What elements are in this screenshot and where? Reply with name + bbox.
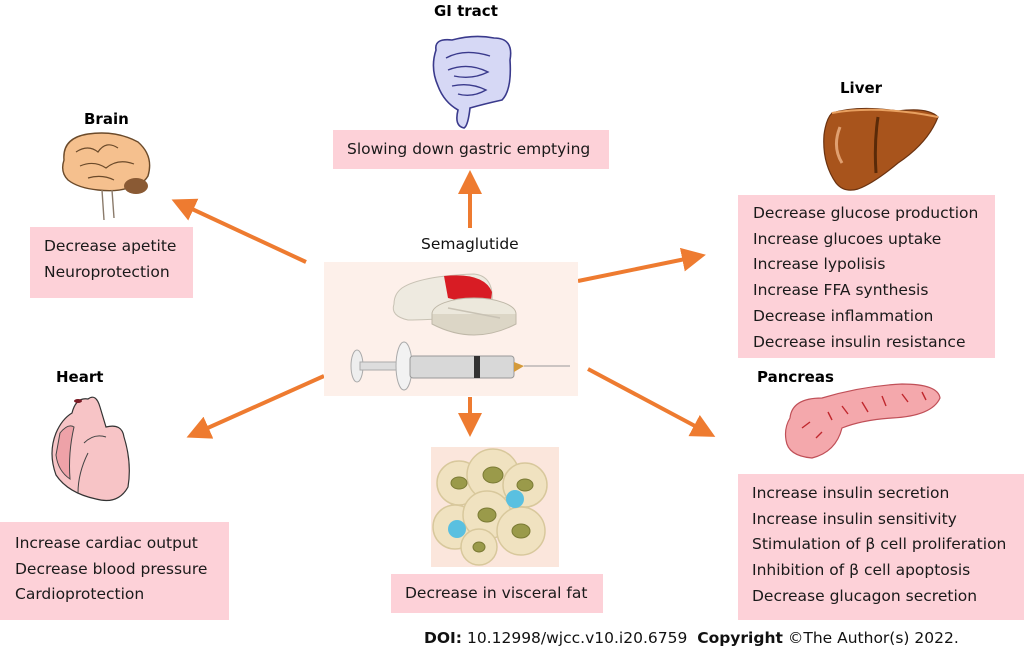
heart-icon [51,396,130,502]
pancreas-effect: Increase insulin secretion [752,484,950,502]
pancreas-effect: Decrease glucagon secretion [752,586,978,605]
arrow-to-brain [171,198,307,264]
gi-effect: Slowing down gastric emptying [347,140,591,158]
doi-label: DOI: [424,629,463,647]
liver-effects-box: Decrease glucose production Increase glu… [738,195,995,358]
brain-effect: Decrease apetite [44,237,177,255]
liver-title: Liver [840,79,883,97]
pill-syringe-icon [324,262,578,396]
heart-effect: Increase cardiac output [15,534,198,552]
intestine-icon [432,35,512,129]
copyright-value: ©The Author(s) 2022. [787,629,959,647]
brain-effects-box: Decrease apetite Neuroprotection [30,227,193,298]
fat-effect: Decrease in visceral fat [405,584,588,602]
center-label: Semaglutide [421,235,519,253]
liver-icon [823,107,939,191]
arrow-to-heart [186,374,325,439]
heart-effects-box: Increase cardiac output Decrease blood p… [0,522,229,620]
liver-effect: Increase FFA synthesis [753,281,929,300]
gi-title: GI tract [434,2,498,20]
arrow-to-liver [577,247,706,283]
copyright-label: Copyright [697,629,783,647]
pancreas-effect: Increase insulin sensitivity [752,509,957,528]
liver-effect: Decrease inflammation [753,306,934,325]
gi-effects-box: Slowing down gastric emptying [333,130,609,169]
heart-effect: Decrease blood pressure [15,559,208,578]
brain-effect: Neuroprotection [44,262,170,281]
liver-effect: Increase lypolisis [753,255,886,274]
liver-effect: Decrease glucose production [753,204,979,222]
heart-effect: Cardioprotection [15,585,145,604]
pancreas-title: Pancreas [757,368,834,386]
pancreas-effects-box: Increase insulin secretion Increase insu… [738,474,1024,620]
liver-effect: Decrease insulin resistance [753,332,966,351]
fat-effects-box: Decrease in visceral fat [391,574,603,613]
fat-cells-icon [431,447,559,567]
heart-title: Heart [56,368,104,386]
doi-value: 10.12998/wjcc.v10.i20.6759 [466,629,688,647]
liver-effect: Increase glucoes uptake [753,229,942,248]
pancreas-effect: Inhibition of β cell apoptosis [752,561,971,580]
brain-icon [61,132,151,221]
pancreas-effect: Stimulation of β cell proliferation [752,535,1007,554]
footer: DOI: 10.12998/wjcc.v10.i20.6759 Copyrigh… [424,629,959,647]
arrow-to-pancreas [587,367,716,437]
brain-title: Brain [84,110,129,128]
pancreas-icon [784,383,941,459]
